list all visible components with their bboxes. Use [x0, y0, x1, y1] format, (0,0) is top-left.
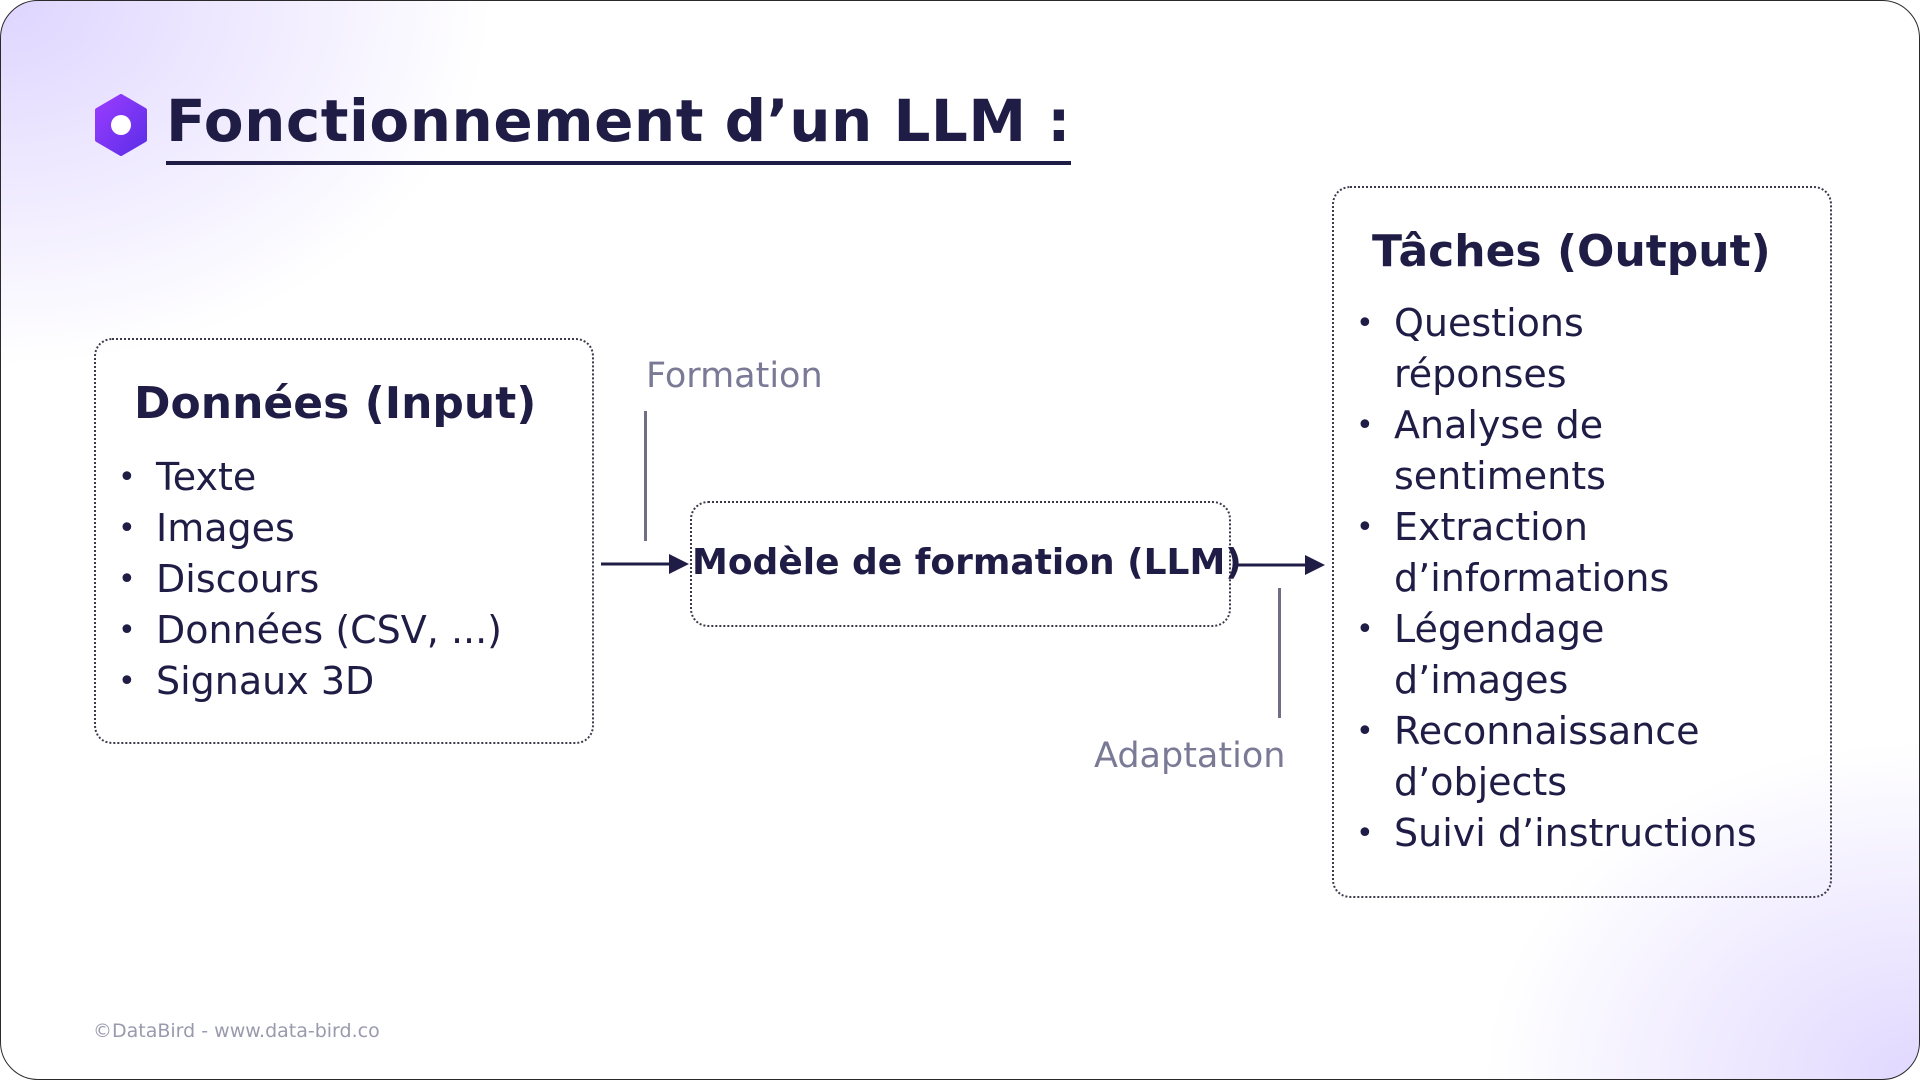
input-item-speech: Discours: [96, 554, 502, 605]
adaptation-label: Adaptation: [1094, 736, 1286, 776]
hexagon-logo-icon: [95, 94, 147, 156]
output-box-title: Tâches (Output): [1372, 226, 1771, 277]
output-item-instructions: Suivi d’instructions: [1334, 808, 1757, 859]
model-box-label: Modèle de formation (LLM): [692, 542, 1242, 583]
footer-credit: ©DataBird - www.data-bird.co: [93, 1020, 380, 1042]
formation-connector-line: [644, 411, 647, 541]
input-item-text: Texte: [96, 452, 502, 503]
arrow-right-icon: [601, 554, 689, 574]
input-item-images: Images: [96, 503, 502, 554]
model-box: Modèle de formation (LLM): [690, 501, 1242, 627]
arrow-right-icon: [1237, 555, 1325, 575]
input-item-data: Données (CSV, ...): [96, 605, 502, 656]
adaptation-connector-line: [1278, 588, 1281, 718]
input-box: Données (Input) Texte Images Discours Do…: [94, 338, 594, 744]
input-box-title: Données (Input): [134, 378, 537, 429]
formation-label: Formation: [646, 356, 823, 396]
input-item-3d-signals: Signaux 3D: [96, 656, 502, 707]
page-title: Fonctionnement d’un LLM :: [166, 87, 1071, 165]
input-list: Texte Images Discours Données (CSV, ...)…: [96, 452, 502, 707]
